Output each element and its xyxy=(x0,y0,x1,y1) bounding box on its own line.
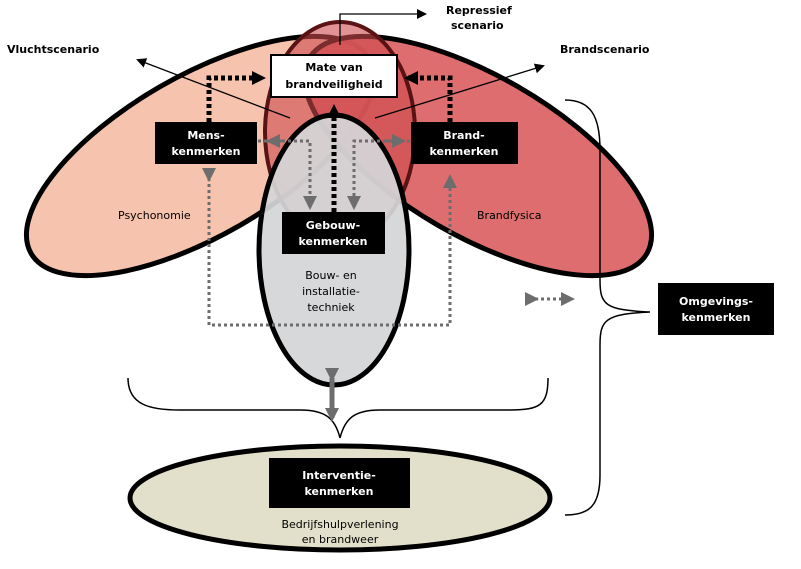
bhv-label-2: en brandweer xyxy=(302,533,379,546)
scenario-arrows xyxy=(136,9,545,119)
gebouw-label-1: Gebouw- xyxy=(306,219,360,232)
gray-dotted-arrows xyxy=(202,134,575,422)
interventie-label-2: kenmerken xyxy=(305,485,374,498)
box-interventie: Interventie- kenmerken xyxy=(269,458,410,508)
bhv-label-1: Bedrijfshulpverlening xyxy=(281,518,398,531)
brandfysica-label: Brandfysica xyxy=(477,209,542,222)
interventie-label-1: Interventie- xyxy=(302,469,376,482)
repressief-label-2: scenario xyxy=(451,19,504,32)
omgeving-label-1: Omgevings- xyxy=(679,295,753,308)
box-brand: Brand- kenmerken xyxy=(411,122,518,164)
mate-label-2: brandveiligheid xyxy=(285,78,382,91)
mens-label-1: Mens- xyxy=(187,129,224,142)
box-omgeving: Omgevings- kenmerken xyxy=(658,283,774,335)
arrow-mens-to-mate xyxy=(206,71,266,122)
arrow-repressief xyxy=(339,9,427,45)
bouw-label-2: installatie- xyxy=(302,285,360,298)
bouw-label-3: techniek xyxy=(307,301,355,314)
arrow-vluchtscenario xyxy=(136,58,291,119)
box-gebouw: Gebouw- kenmerken xyxy=(282,212,385,254)
brand-label-1: Brand- xyxy=(443,129,485,142)
mens-label-2: kenmerken xyxy=(172,145,241,158)
right-brace xyxy=(564,99,651,516)
omgeving-label-2: kenmerken xyxy=(682,311,751,324)
box-mate: Mate van brandveiligheid xyxy=(270,54,398,98)
arrow-brandscenario xyxy=(374,63,545,119)
brandscenario-label: Brandscenario xyxy=(560,43,650,56)
gray-loop-mens-brand xyxy=(202,168,457,327)
bottom-brace xyxy=(127,377,549,439)
brand-label-2: kenmerken xyxy=(430,145,499,158)
vluchtscenario-label: Vluchtscenario xyxy=(7,43,100,56)
mate-label-1: Mate van xyxy=(305,61,362,74)
bouw-label-1: Bouw- en xyxy=(305,269,356,282)
psychonomie-label: Psychonomie xyxy=(118,209,191,222)
repressief-label-1: Repressief xyxy=(446,4,512,17)
black-dotted-arrows xyxy=(206,71,453,212)
box-mens: Mens- kenmerken xyxy=(155,122,257,164)
arrow-brand-to-mate xyxy=(404,71,453,122)
gebouw-label-2: kenmerken xyxy=(299,235,368,248)
